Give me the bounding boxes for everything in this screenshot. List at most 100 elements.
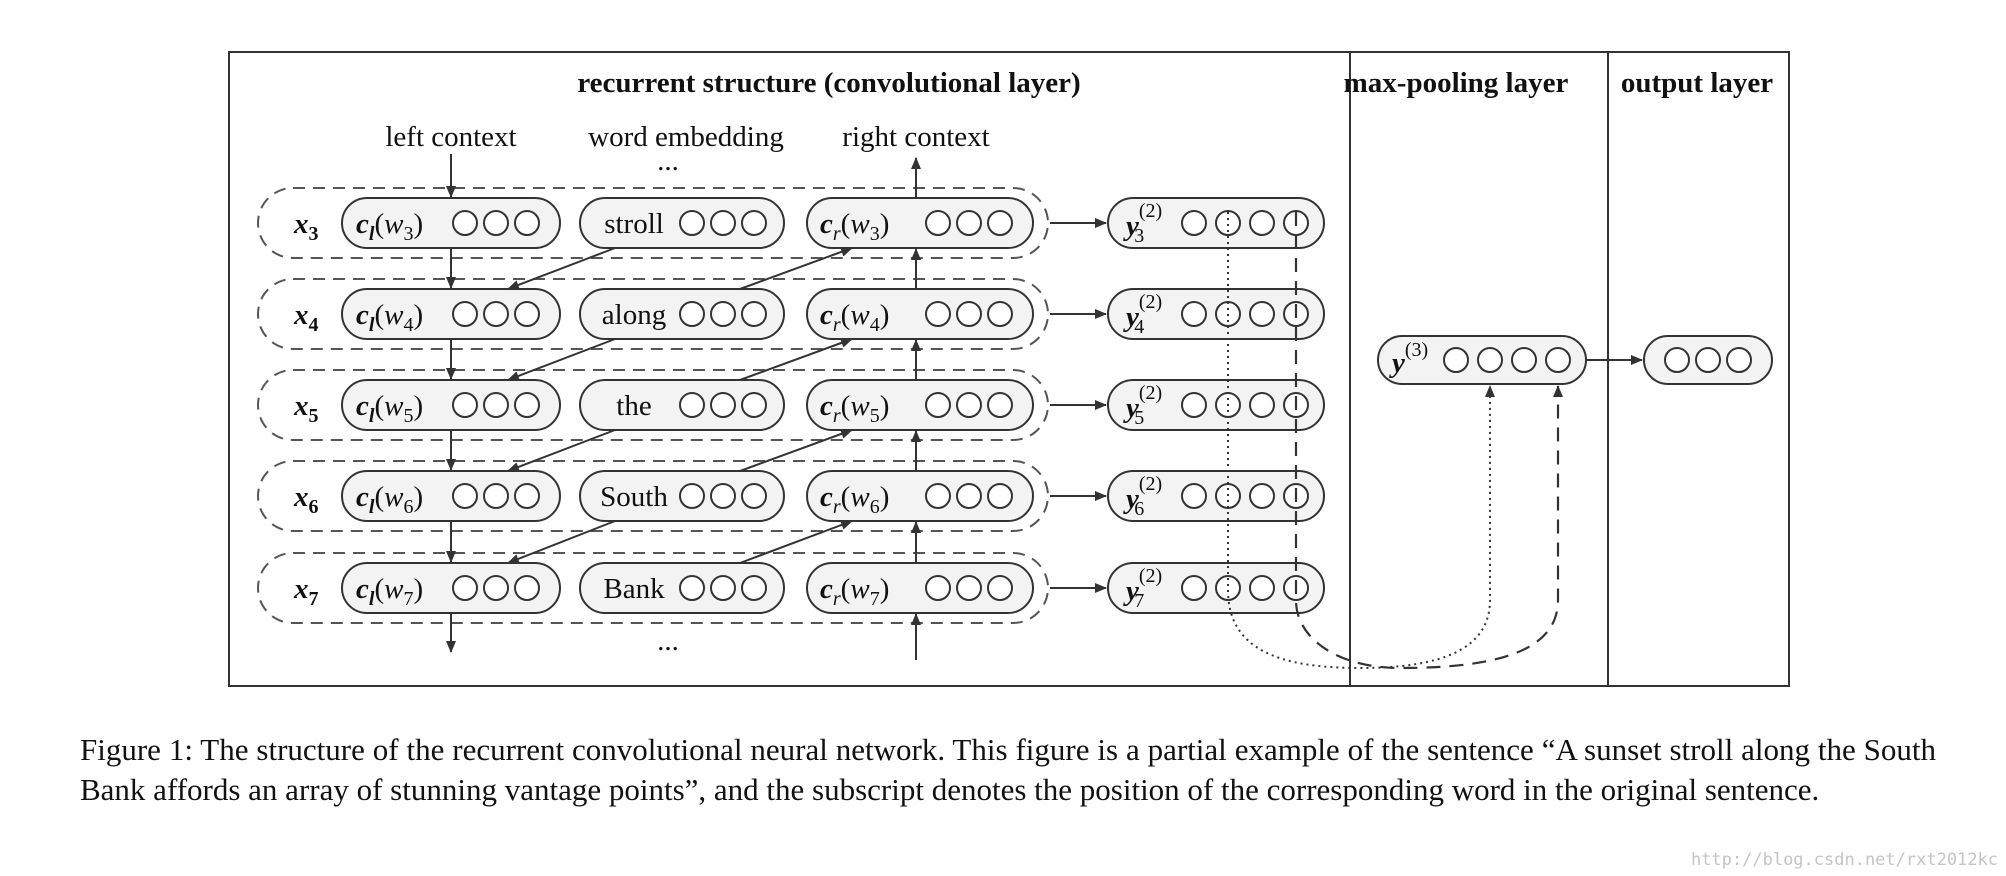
row-group-outline — [257, 278, 1049, 350]
neuron-circle — [925, 392, 951, 418]
word-label: Bank — [603, 573, 665, 605]
x-label: x6 — [293, 481, 319, 518]
neuron-circle — [514, 392, 540, 418]
neuron-circle — [483, 392, 509, 418]
label-left-context: left context — [385, 121, 516, 153]
left-context-node — [341, 379, 561, 431]
y2-label: y(2)3 — [1123, 200, 1162, 247]
left-context-label: cl(w6) — [356, 481, 423, 518]
neuron-circle — [956, 392, 982, 418]
word-to-next-left-context-arrow — [507, 338, 616, 381]
neuron-circle — [987, 575, 1013, 601]
word-to-prev-right-context-arrow — [739, 247, 853, 290]
neuron-circle — [1181, 392, 1207, 418]
y3-label: y(3) — [1389, 339, 1428, 379]
neuron-circle — [987, 301, 1013, 327]
neuron-circle — [741, 483, 767, 509]
neuron-circle — [483, 301, 509, 327]
neuron-circle — [483, 210, 509, 236]
arrows-layer — [446, 154, 921, 660]
neuron-circle — [710, 483, 736, 509]
neuron-circle — [956, 575, 982, 601]
row-6: x6 cl(w6) South cr(w6) y(2)6 — [257, 460, 1325, 532]
neuron-circle — [710, 392, 736, 418]
right-context-label: cr(w4) — [820, 299, 889, 336]
neuron-circle — [514, 210, 540, 236]
neuron-circle — [1477, 347, 1503, 373]
left-context-label: cl(w3) — [356, 208, 423, 245]
neuron-circle — [452, 483, 478, 509]
neuron-circle — [452, 575, 478, 601]
neuron-circle — [1215, 575, 1241, 601]
neuron-circle — [956, 210, 982, 236]
right-context-label: cr(w6) — [820, 481, 889, 518]
right-context-label: cr(w7) — [820, 573, 889, 610]
word-to-next-left-context-arrow — [507, 247, 616, 290]
row-group-outline — [257, 187, 1049, 259]
neuron-circle — [741, 392, 767, 418]
neuron-circle — [1511, 347, 1537, 373]
neuron-circle — [741, 575, 767, 601]
neuron-circle — [1695, 347, 1721, 373]
neuron-circle — [679, 392, 705, 418]
word-to-prev-right-context-arrow — [739, 338, 853, 381]
neuron-circle — [1249, 483, 1275, 509]
neuron-circle — [1249, 392, 1275, 418]
y2-label: y(2)5 — [1123, 382, 1162, 429]
max-pooling-dashed-path — [1294, 212, 1563, 670]
row-group-outline — [257, 552, 1049, 624]
neuron-circle — [956, 301, 982, 327]
neuron-circle — [452, 210, 478, 236]
neuron-circle — [925, 301, 951, 327]
neuron-circle — [710, 301, 736, 327]
label-word-embedding: word embedding — [588, 121, 784, 153]
left-context-node — [341, 197, 561, 249]
neuron-circle — [987, 392, 1013, 418]
word-label: along — [602, 299, 666, 331]
right-context-label: cr(w3) — [820, 208, 889, 245]
word-label: South — [600, 481, 668, 513]
figure-caption: Figure 1: The structure of the recurrent… — [80, 732, 1936, 807]
left-context-label: cl(w7) — [356, 573, 423, 610]
neuron-circle — [1545, 347, 1571, 373]
figure-frame — [228, 51, 1790, 687]
neuron-circle — [679, 575, 705, 601]
neuron-circle — [987, 483, 1013, 509]
label-right-context: right context — [842, 121, 989, 153]
header-recurrent-structure: recurrent structure (convolutional layer… — [577, 67, 1080, 99]
neuron-circle — [925, 575, 951, 601]
left-context-node — [341, 562, 561, 614]
neuron-circle — [1181, 301, 1207, 327]
left-context-node — [341, 288, 561, 340]
neuron-circle — [452, 301, 478, 327]
neuron-circle — [483, 483, 509, 509]
row-group-outline — [257, 460, 1049, 532]
neuron-circle — [956, 483, 982, 509]
word-to-next-left-context-arrow — [507, 429, 616, 472]
x-label: x7 — [293, 573, 319, 610]
neuron-circle — [679, 301, 705, 327]
neuron-circle — [741, 210, 767, 236]
row-group-outline — [257, 369, 1049, 441]
y2-label: y(2)4 — [1123, 291, 1162, 338]
x-label: x3 — [293, 208, 319, 245]
right-context-label: cr(w5) — [820, 390, 889, 427]
neuron-circle — [1443, 347, 1469, 373]
neuron-circle — [1181, 483, 1207, 509]
neuron-circle — [710, 210, 736, 236]
neuron-circle — [1249, 575, 1275, 601]
x-label: x5 — [293, 390, 319, 427]
y2-label: y(2)6 — [1123, 473, 1162, 520]
neuron-circle — [679, 210, 705, 236]
ellipsis-bottom: ... — [657, 625, 679, 657]
watermark: http://blog.csdn.net/rxt2012kc — [1690, 850, 1998, 870]
neuron-circle — [987, 210, 1013, 236]
neuron-circle — [1664, 347, 1690, 373]
neuron-circle — [514, 483, 540, 509]
neuron-circle — [679, 483, 705, 509]
neuron-circle — [1181, 210, 1207, 236]
